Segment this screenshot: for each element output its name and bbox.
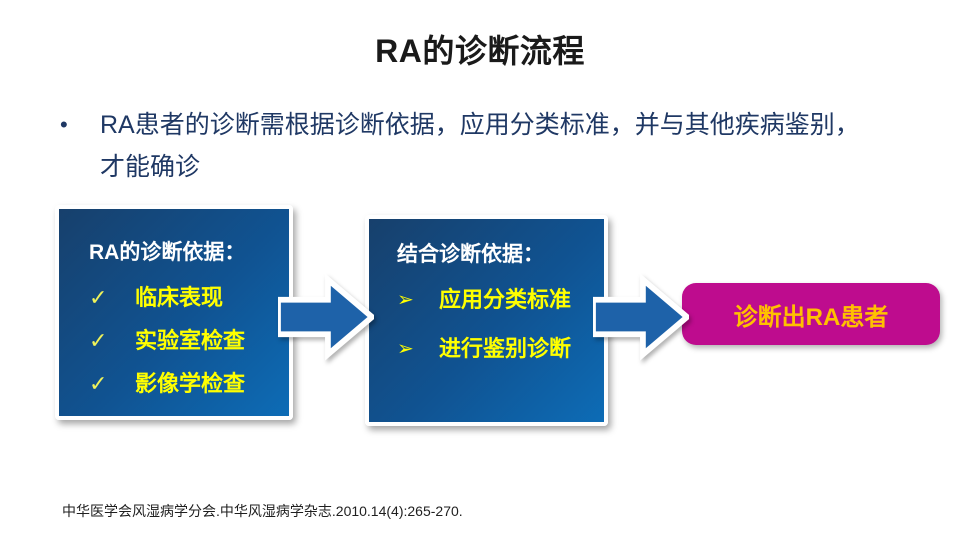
- item-label: 应用分类标准: [439, 287, 572, 312]
- flow-arrow-icon: [278, 273, 374, 361]
- arrowhead-icon: ➢: [397, 289, 414, 311]
- list-item: ➢ 进行鉴别诊断: [397, 334, 594, 364]
- list-item: ✓ 实验室检查: [89, 326, 279, 356]
- result-box: 诊断出RA患者: [682, 283, 940, 345]
- flow-box-title: RA的诊断依据：: [89, 241, 246, 264]
- flow-box-title: 结合诊断依据：: [397, 243, 544, 266]
- list-item: ✓ 影像学检查: [89, 369, 279, 399]
- check-icon: ✓: [89, 328, 108, 353]
- check-icon: ✓: [89, 285, 108, 310]
- item-label: 影像学检查: [135, 371, 246, 396]
- bullet-list-item: • RA患者的诊断需根据诊断依据，应用分类标准，并与其他疾病鉴别，才能确诊: [60, 104, 860, 188]
- check-icon: ✓: [89, 371, 108, 396]
- bullet-text: RA患者的诊断需根据诊断依据，应用分类标准，并与其他疾病鉴别，才能确诊: [100, 111, 860, 181]
- arrowhead-icon: ➢: [397, 338, 414, 360]
- result-label: 诊断出RA患者: [733, 303, 889, 331]
- page-title: RA的诊断流程: [375, 33, 585, 69]
- item-label: 临床表现: [135, 285, 224, 310]
- flow-box-apply-criteria: 结合诊断依据： ➢ 应用分类标准 ➢ 进行鉴别诊断: [365, 215, 608, 426]
- bullet-dot-icon: •: [60, 112, 68, 137]
- item-label: 进行鉴别诊断: [439, 336, 572, 361]
- item-label: 实验室检查: [135, 328, 246, 353]
- flow-box-diagnosis-basis: RA的诊断依据： ✓ 临床表现 ✓ 实验室检查 ✓ 影像学检查: [55, 205, 293, 420]
- flow-arrow-icon: [593, 273, 689, 361]
- list-item: ➢ 应用分类标准: [397, 285, 594, 315]
- citation-footer: 中华医学会风湿病学分会.中华风湿病学杂志.2010.14(4):265-270.: [62, 503, 463, 519]
- list-item: ✓ 临床表现: [89, 283, 279, 313]
